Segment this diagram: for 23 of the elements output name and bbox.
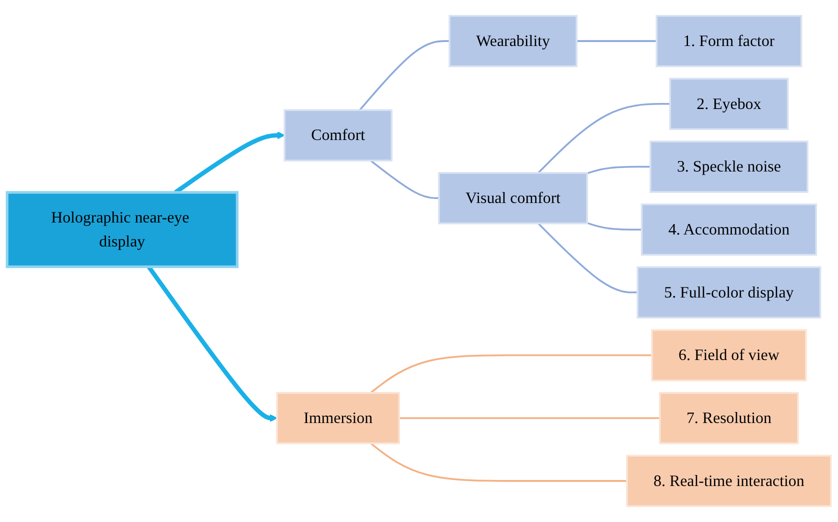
connector [538,103,670,174]
connector [586,222,642,230]
connector [370,442,627,482]
connector [576,40,657,42]
node-box: 2. Eyebox [669,78,789,130]
connector [538,222,638,294]
connector [586,166,650,174]
connector [370,354,652,394]
node-box: 5. Full-color display [636,266,822,319]
node-box: 6. Field of view [651,329,807,382]
node-box: Visual comfort [438,172,588,224]
connector [370,160,439,200]
node-box: 1. Form factor [656,14,802,68]
connector [359,40,450,111]
node-box: Holographic near-eye display [6,191,239,268]
connector [399,417,660,419]
node-box: Immersion [276,392,400,444]
node-box: Wearability [448,14,578,68]
node-box: 8. Real-time interaction [626,454,832,508]
node-box: 4. Accommodation [640,203,817,256]
node-box: 7. Resolution [659,392,799,444]
node-box: Comfort [284,109,393,162]
node-box: 3. Speckle noise [650,140,808,193]
